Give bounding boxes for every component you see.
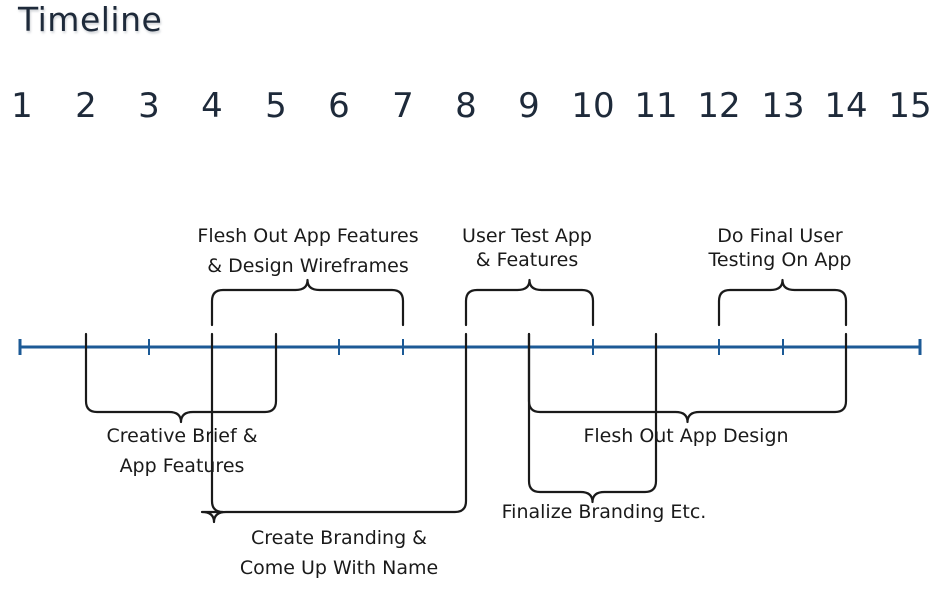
timeline-number: 5 [265,86,287,126]
phase-group: Finalize Branding Etc. [502,332,707,523]
phase-group: Create Branding & Come Up With Name [200,332,468,579]
timeline-number: 6 [328,86,350,126]
phase-label: Flesh Out App Design [583,425,788,447]
phase-group: Flesh Out App Features & Design Wireframe… [197,225,419,327]
phase-group: Flesh Out App Design [527,332,848,447]
page-title: Timeline [18,0,163,39]
timeline-number: 8 [455,86,477,126]
phase-group: Creative Brief & App Features [84,332,278,477]
timeline-number: 12 [697,86,740,126]
phase-label: App Features [120,455,245,477]
timeline-number: 2 [75,86,97,126]
phase-brace [464,278,595,327]
timeline-number: 13 [761,86,804,126]
timeline-number: 9 [518,86,540,126]
phase-label: Finalize Branding Etc. [502,501,707,523]
timeline-number: 15 [888,86,931,126]
timeline-number: 10 [571,86,614,126]
timeline-number: 3 [138,86,160,126]
timeline-number: 1 [11,86,33,126]
phase-brace [527,332,848,424]
timeline-number: 4 [201,86,223,126]
phase-group: User Test App& Features [462,225,595,327]
timeline-number: 14 [824,86,867,126]
phase-brace [210,278,405,327]
phase-label: Create Branding & [251,527,427,549]
phase-label: Testing On App [708,249,852,271]
timeline-number: 7 [392,86,414,126]
phase-label: & Features [476,249,579,271]
phase-brace [84,332,278,424]
timeline-number: 11 [634,86,677,126]
phase-label: & Design Wireframes [207,255,408,277]
phase-label: Flesh Out App Features [197,225,418,247]
phase-label: Come Up With Name [240,557,438,579]
phase-brace [717,278,848,327]
phase-label: Creative Brief & [106,425,257,447]
phase-label: Do Final User [717,225,843,247]
phase-brace [527,332,658,504]
phase-brace [200,332,468,524]
phase-label: User Test App [462,225,592,247]
